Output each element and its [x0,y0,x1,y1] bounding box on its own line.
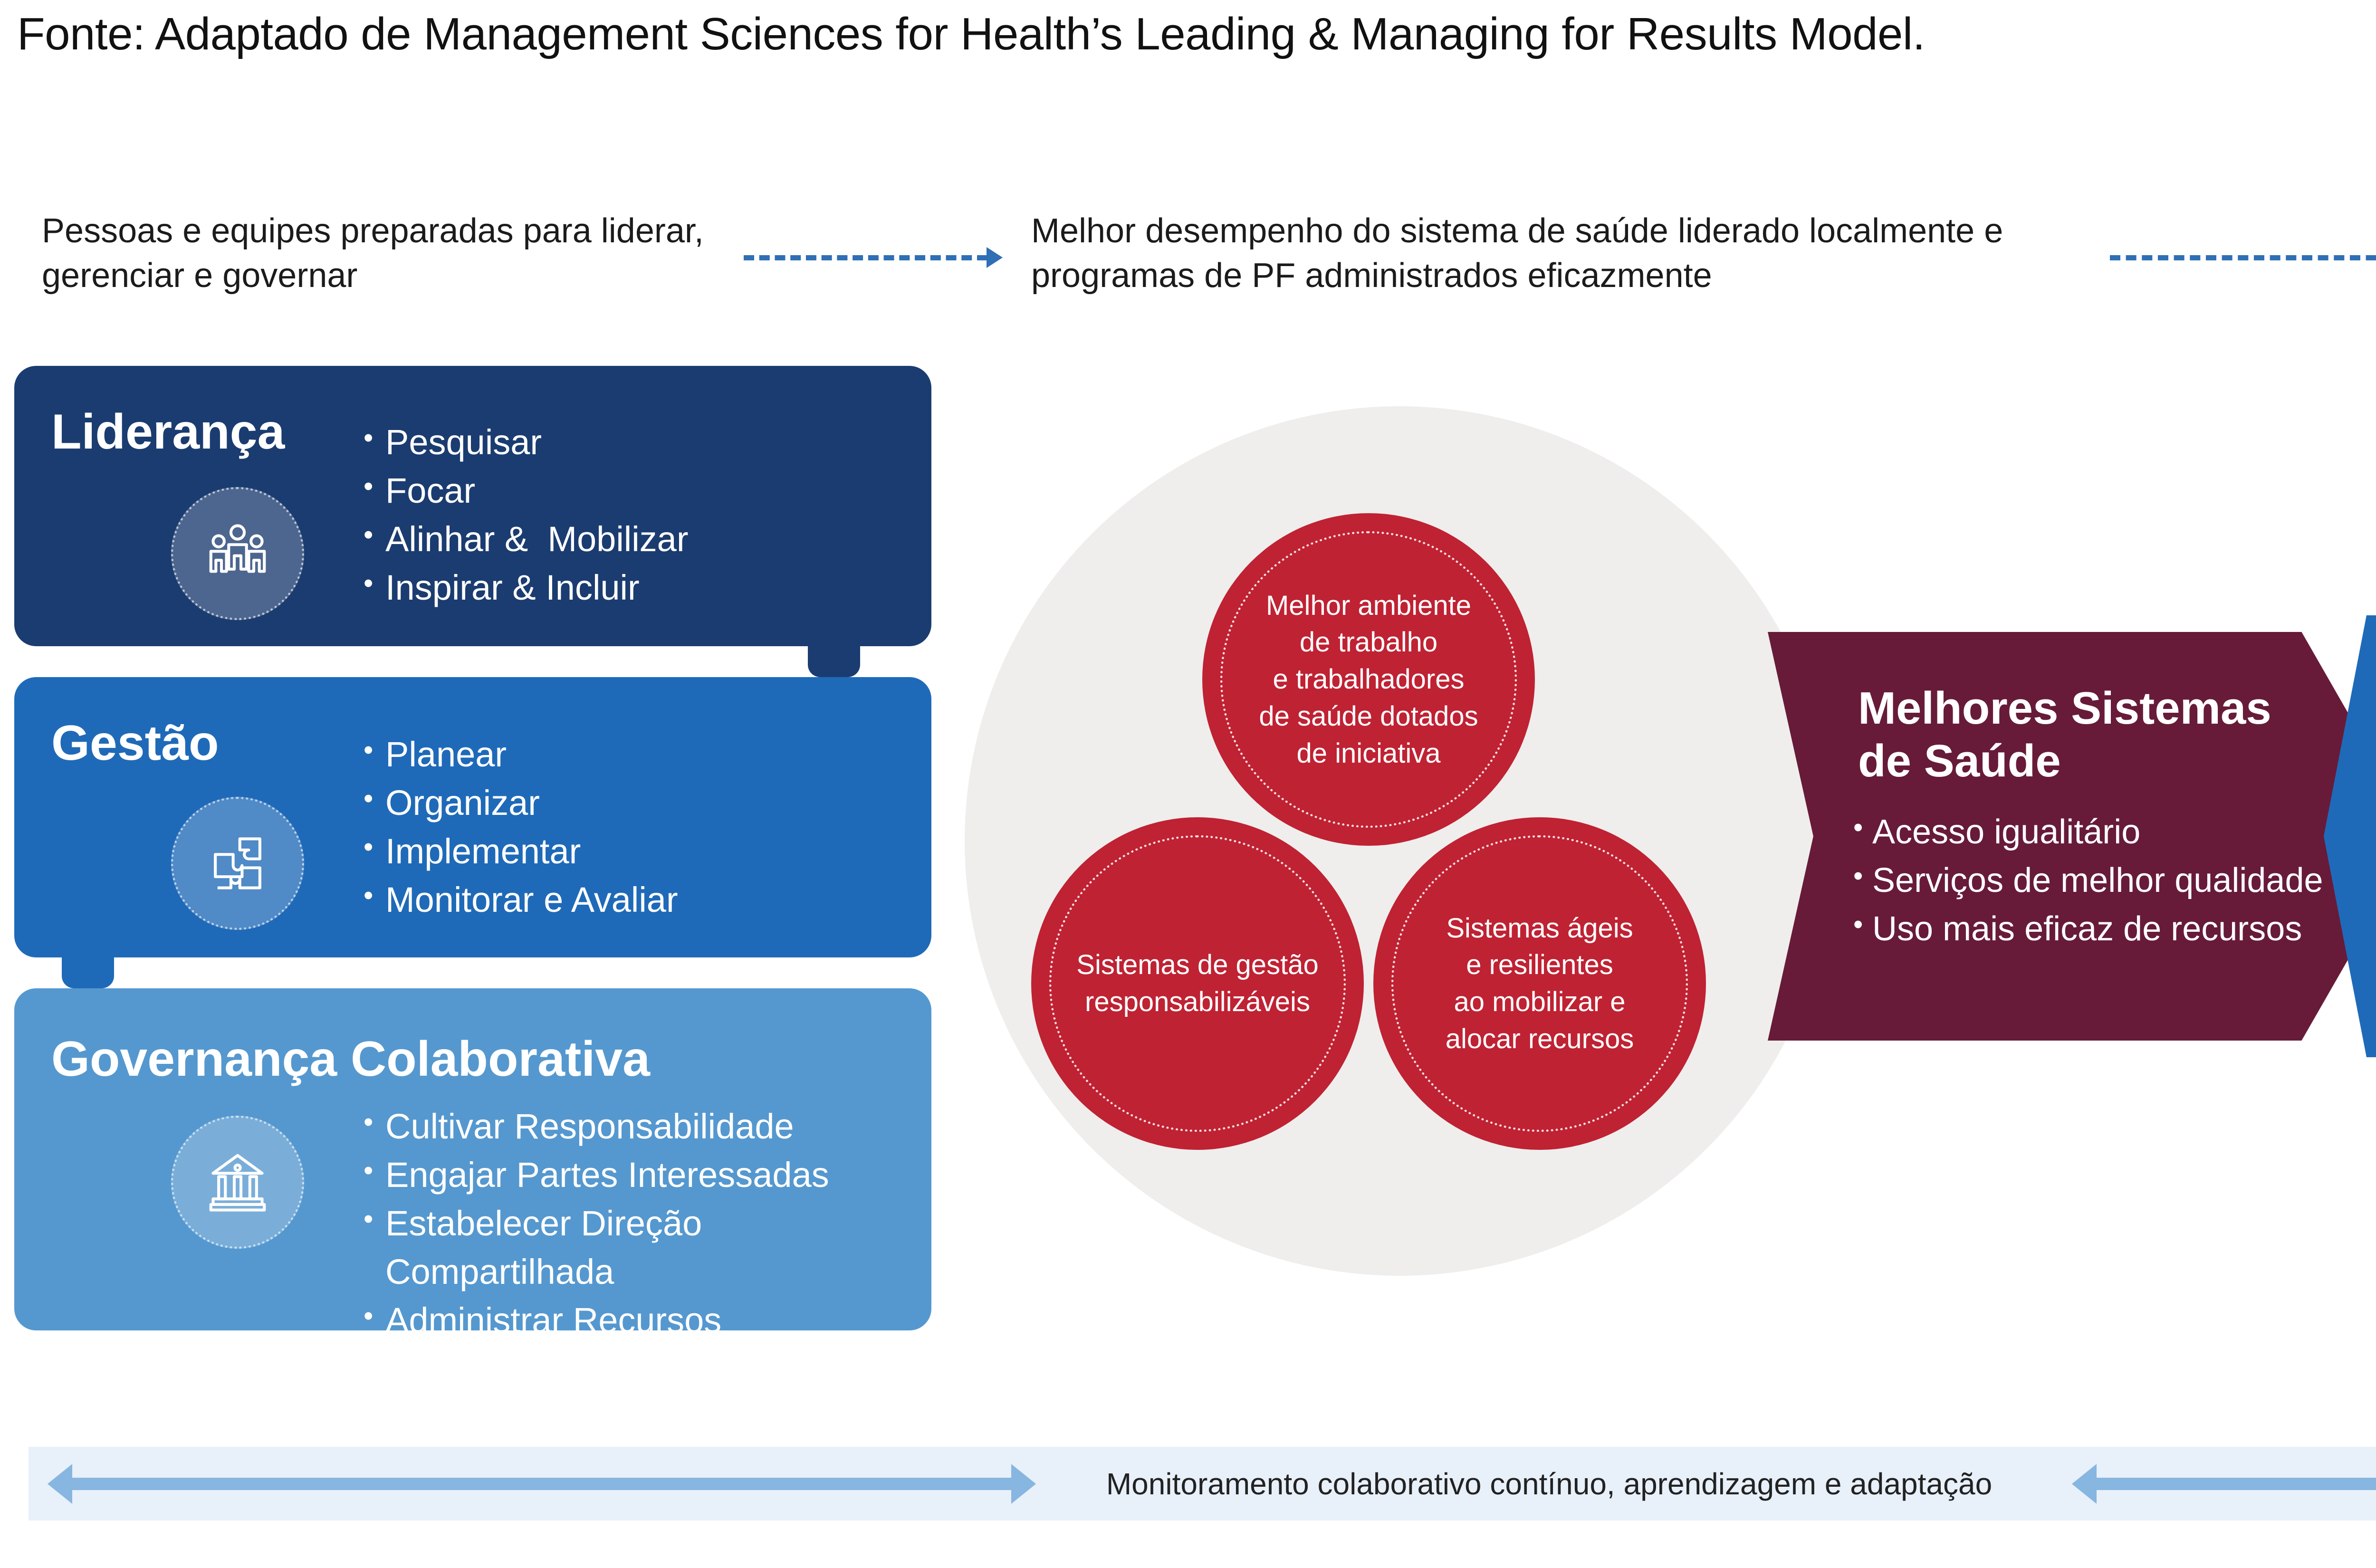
dashed-arrow-inputs-to-performance [744,247,1003,268]
practice-heading-governance: Governança Colaborativa [51,1032,650,1087]
result-circle-label: Sistemas de gestão responsabilizáveis [1076,949,1319,1017]
result-circle-label: Melhor ambiente de trabalho e trabalhado… [1259,590,1478,769]
practice-box-management[interactable]: Gestão Planear Organizar Implementar Mon… [14,677,931,957]
flow-caption-inputs: Pessoas e equipes preparadas para lidera… [42,212,704,295]
result-circle-label: Sistemas ágeis e resilientes ao mobiliza… [1445,912,1634,1054]
list-item: Pesquisar [364,417,688,467]
feedback-arrow-left [48,1463,1036,1504]
practice-heading-leadership: Liderança [51,404,285,459]
list-item: Inspirar & Incluir [364,562,688,612]
list-item-continuation: Compartilhada [385,1252,614,1292]
arrow-shaft [2097,1477,2376,1490]
practice-list-governance: Cultivar Responsabilidade Engajar Partes… [364,1101,829,1345]
panel-health-impact[interactable]: Impacto na Saúde Resultados sustentáveis… [2324,615,2376,1057]
arrow-shaft [72,1477,1011,1490]
flow-caption-performance: Melhor desempenho do sistema de saúde li… [1031,212,2003,295]
result-circle-agile-systems[interactable]: Sistemas ágeis e resilientes ao mobiliza… [1373,817,1706,1150]
chevron-title-line2: de Saúde [1858,736,2061,787]
feedback-arrow-right [2072,1463,2376,1504]
practice-box-governance[interactable]: Governança Colaborativa Cultivar Respons… [14,956,931,1340]
classical-building-icon [171,1116,304,1249]
practice-heading-management: Gestão [51,716,219,771]
arrow-head-left-icon [48,1463,72,1504]
list-item: Uso mais eficaz de recursos [1853,903,2323,953]
connector-tab-leadership-management [808,645,860,677]
list-item: Planear [364,729,678,779]
arrow-shaft [2110,255,2376,260]
puzzle-pieces-icon [171,797,304,930]
chevron-list: Acesso igualitário Serviços de melhor qu… [1853,806,2323,954]
connector-tab-management-governance [62,956,114,988]
list-item: Organizar [364,777,678,827]
arrow-head-icon [987,247,1003,268]
practice-box-leadership[interactable]: Liderança Pesquisar Focar Alinhar & Mobi… [14,366,931,646]
list-item: Estabelecer Direção [364,1198,829,1248]
arrow-head-right-icon [1011,1463,1036,1504]
arrow-shaft [744,255,987,260]
practice-list-management: Planear Organizar Implementar Monitorar … [364,729,678,924]
feedback-loop-bar: Monitoramento colaborativo contínuo, apr… [29,1447,2376,1520]
result-circle-workforce[interactable]: Melhor ambiente de trabalho e trabalhado… [1202,513,1535,846]
list-item: Serviços de melhor qualidade [1853,854,2323,905]
result-circle-management-systems[interactable]: Sistemas de gestão responsabilizáveis [1031,817,1364,1150]
chevron-better-health-systems[interactable]: Melhores Sistemas de Saúde Acesso iguali… [1768,632,2376,1041]
list-item: Acesso igualitário [1853,806,2323,856]
chevron-title: Melhores Sistemas de Saúde [1858,682,2271,788]
chevron-title-line1: Melhores Sistemas [1858,683,2271,734]
people-group-icon [171,487,304,620]
list-item: Implementar [364,826,678,876]
list-item: Cultivar Responsabilidade [364,1101,829,1151]
list-item: Engajar Partes Interessadas [364,1149,829,1199]
list-item: Monitorar e Avaliar [364,874,678,924]
list-item: Focar [364,465,688,515]
list-item: Administrar Recursos [364,1295,829,1345]
source-title: Fonte: Adaptado de Management Sciences f… [17,9,1925,59]
practice-list-leadership: Pesquisar Focar Alinhar & Mobilizar Insp… [364,417,688,612]
list-item: Alinhar & Mobilizar [364,514,688,564]
dashed-arrow-performance-to-results [2110,249,2376,266]
arrow-head-left-icon [2072,1463,2097,1504]
feedback-loop-label: Monitoramento colaborativo contínuo, apr… [1090,1466,2009,1501]
